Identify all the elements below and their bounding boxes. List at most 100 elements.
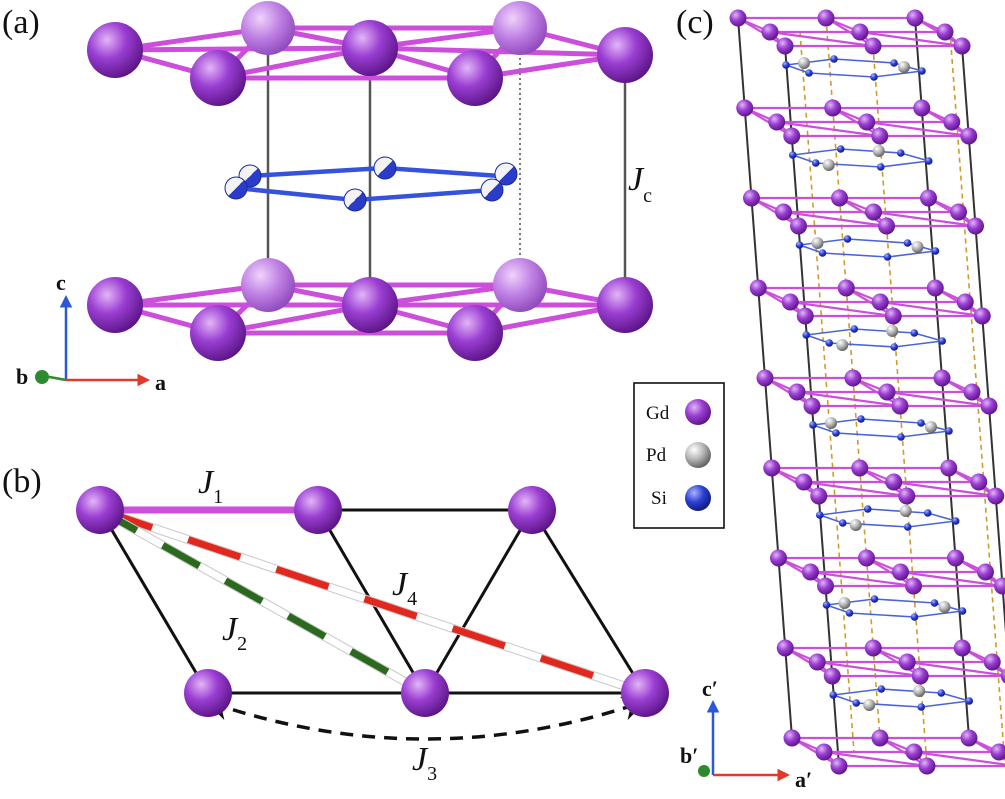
gd-atom [756,369,774,387]
gd-atom [851,23,869,41]
gd-bond [810,570,914,588]
gd-bond [880,300,983,318]
panel-label-b: (b) [2,463,42,500]
gd-bond [796,390,901,408]
gd-atom [884,307,902,325]
si-atom [845,609,854,617]
gd-atom [803,397,821,415]
gd-atom [947,549,964,567]
gd-atom [980,397,998,415]
si-atom [937,689,946,697]
si-atom [838,519,847,527]
si-atom [945,427,953,435]
si-atom [782,61,790,69]
gd-atom [837,279,855,297]
si-atom [897,433,905,441]
gd-atom [905,577,922,595]
si-atom [931,247,940,255]
gd-atom [898,653,916,671]
si-atom [788,151,797,159]
gd-atom [906,9,924,27]
panel-a-unit-cell: Jc c a b [16,1,653,395]
gd-atom [960,729,978,747]
pd-atom [872,145,885,157]
si-atom [890,343,899,351]
gd-atom [990,743,1005,761]
coupling-label-j2: J2 [222,611,247,655]
axis-label-a-prime: a′ [795,767,812,792]
gd-atom [851,459,869,477]
gd-atom [864,37,882,55]
gd-atom [864,639,882,657]
gd-atom [940,459,958,477]
pd-atom [938,601,951,613]
panel-b-gd-atoms [76,486,669,717]
legend-item-pd: Pd [646,442,711,468]
axis-label-b-prime: b′ [680,743,698,768]
gd-bond [817,660,921,678]
gd-atom [943,113,961,131]
gd-bond [913,750,1005,766]
gd-bond [859,30,963,48]
gd-atom [763,459,781,477]
bond-j4-stripes [98,506,647,697]
gd-atom [933,369,951,387]
gd-atom [918,757,936,775]
gd-atom [776,639,794,657]
pd-atom [838,597,851,609]
gd-atom [963,383,981,401]
gd-bond [886,390,990,408]
si-atom [917,419,925,427]
bottom-gd-atoms [87,258,653,361]
gd-atom [970,473,988,491]
gd-atom [817,577,834,595]
gd-atom [817,9,835,27]
si-atom [795,241,804,249]
si-atom [815,511,824,519]
gd-atom [892,563,909,581]
legend-label-si: Si [651,488,667,509]
si-atom [802,331,811,339]
gd-atom [913,99,931,117]
gd-atom [830,757,848,775]
gd-atom [987,487,1005,505]
gd-atom [1000,668,1005,684]
gd-atom [808,653,826,671]
gd-atom [802,563,819,581]
gd-atom [994,577,1005,595]
gd-atom [749,279,767,297]
si-atom [809,421,817,429]
pd-atom [863,699,876,711]
si-atom [883,253,892,261]
pd-atom [822,159,835,171]
gd-bond [776,120,880,138]
si-pd-layer [224,156,518,212]
si-atom [910,329,919,337]
gd-bond [803,480,907,498]
gd-atom [729,9,747,27]
axis-triad-a: c a b [16,270,166,395]
si-atom [863,505,872,513]
si-atom [910,613,919,621]
gd-atom [898,487,916,505]
legend-label-pd: Pd [646,445,667,466]
legend-label-gd: Gd [646,403,670,424]
gd-atom [781,293,799,311]
gd-atom [950,203,967,221]
si-atom [850,325,859,333]
gd-bond [790,300,894,318]
gd-bond [866,120,969,138]
top-gd-atoms [87,1,653,106]
coupling-label-j3: J3 [412,741,437,785]
axis-label-c: c [56,270,66,295]
legend-item-si: Si [651,485,711,511]
gd-atom [776,37,794,55]
gd-atom [871,293,889,311]
gd-atom [844,369,862,387]
legend-item-gd: Gd [646,399,711,425]
gd-atom [783,729,801,747]
coupling-label-j1: J1 [198,464,223,508]
gd-atom [761,23,779,41]
gd-atom [796,307,814,325]
coupling-label-jc: Jc [628,161,652,207]
